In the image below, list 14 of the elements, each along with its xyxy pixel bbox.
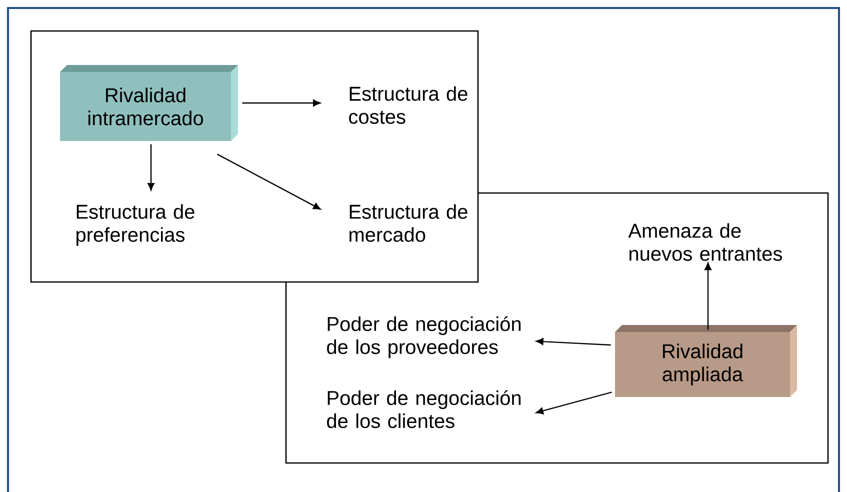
box-3d: Rivalidad ampliada bbox=[615, 325, 797, 397]
box-3d: Rivalidad intramercado bbox=[60, 65, 238, 141]
arrow bbox=[148, 144, 154, 190]
arrow bbox=[704, 262, 712, 330]
text-label: Poder de negociación de los proveedores bbox=[327, 316, 521, 358]
text-label: Estructura de mercado bbox=[350, 204, 468, 242]
arrow bbox=[242, 100, 320, 106]
arrow bbox=[536, 392, 612, 414]
text-label: Poder de negociación de los clientes bbox=[327, 390, 521, 428]
arrow bbox=[536, 338, 611, 346]
text-label: Estructura de costes bbox=[349, 86, 468, 124]
text-label: Estructura de preferencias bbox=[76, 204, 194, 246]
arrow bbox=[216, 154, 321, 210]
text-label: Amenaza de nuevos entrantes bbox=[628, 223, 782, 261]
